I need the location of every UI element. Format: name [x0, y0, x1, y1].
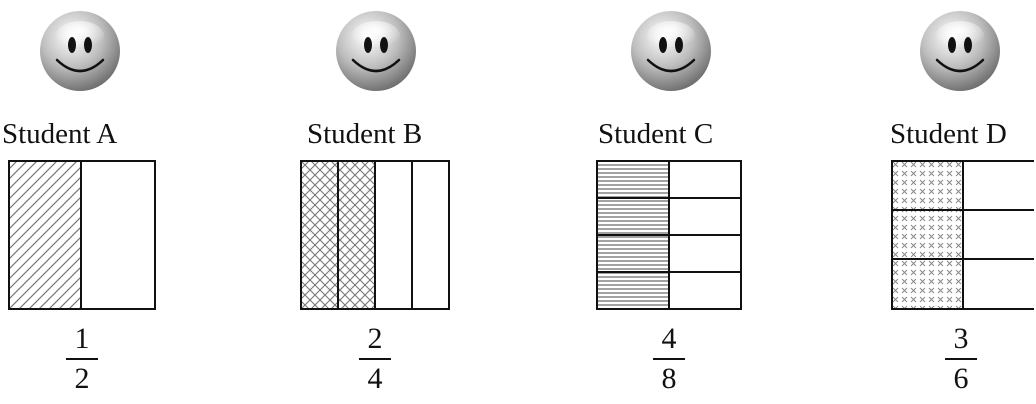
fraction-bar	[653, 358, 685, 360]
smiley-face-icon	[336, 11, 416, 91]
student-b-panel: Student B 2 4	[295, 0, 475, 404]
fraction-label: 1 2	[62, 322, 102, 396]
fraction-bar	[66, 358, 98, 360]
smiley-face-icon	[631, 11, 711, 91]
student-name: Student C	[598, 118, 714, 150]
student-name: Student D	[890, 118, 1007, 150]
denominator: 2	[74, 362, 90, 395]
fraction-model-c	[596, 160, 742, 310]
fraction-label: 2 4	[355, 322, 395, 396]
student-c-panel: Student C 4 8	[590, 0, 770, 404]
numerator: 2	[367, 322, 383, 355]
student-name: Student A	[2, 118, 118, 150]
numerator: 1	[74, 322, 90, 355]
denominator: 6	[953, 362, 969, 395]
denominator: 4	[367, 362, 383, 395]
smiley-face-icon	[40, 11, 120, 91]
student-d-panel: Student D 3 6	[885, 0, 1036, 404]
fraction-model-b	[300, 160, 450, 310]
numerator: 4	[661, 322, 677, 355]
fraction-model-a	[8, 160, 156, 310]
student-a-panel: Student A 1 2	[0, 0, 180, 404]
denominator: 8	[661, 362, 677, 395]
fraction-model-d	[891, 160, 1034, 310]
smiley-face-icon	[920, 11, 1000, 91]
student-name: Student B	[307, 118, 423, 150]
fraction-bar	[359, 358, 391, 360]
fraction-label: 3 6	[941, 322, 981, 396]
numerator: 3	[953, 322, 969, 355]
fraction-label: 4 8	[649, 322, 689, 396]
fraction-bar	[945, 358, 977, 360]
